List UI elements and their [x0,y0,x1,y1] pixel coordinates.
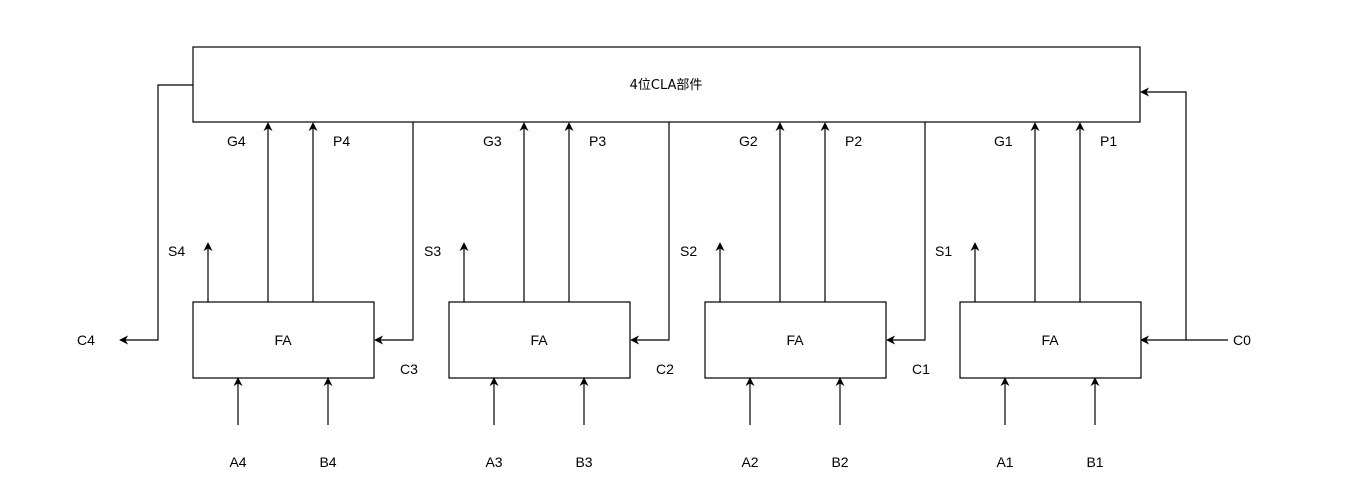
carry-label: C0 [1233,332,1251,348]
carry-wire [630,122,670,345]
s-label: S4 [168,243,185,259]
stage-3: FA S3 G3 P3 A3 B3 C2 [424,122,674,470]
s-label: S2 [680,243,697,259]
carry-label: C3 [400,361,418,377]
p-label: P4 [333,133,350,149]
fa-label: FA [1041,332,1059,348]
stage-2: FA S2 G2 P2 A2 B2 C1 [680,122,930,470]
fa-box [959,301,1142,379]
c4-label: C4 [77,332,95,348]
s-label: S3 [424,243,441,259]
fa-label: FA [530,332,548,348]
carry-label: C1 [912,361,930,377]
fa-box [448,301,631,379]
cla-unit-label: 4位CLA部件 [630,78,703,93]
fa-box [704,301,887,379]
c0-to-cla-wire [1140,87,1187,340]
stage-1: FA S1 G1 P1 A1 B1 C0 [935,122,1251,470]
a-label: A2 [741,454,758,470]
b-label: B4 [319,454,336,470]
carry-label: C2 [656,361,674,377]
c4-wire [119,84,193,345]
fa-box [192,301,375,379]
a-label: A1 [996,454,1013,470]
fa-label: FA [786,332,804,348]
g-label: G2 [739,133,758,149]
a-label: A4 [229,454,246,470]
cla-unit-box [192,46,1141,123]
a-label: A3 [485,454,502,470]
p-label: P2 [845,133,862,149]
b-label: B3 [575,454,592,470]
s-label: S1 [935,243,952,259]
p-label: P1 [1100,133,1117,149]
carry-wire [886,122,926,345]
stage-4: FA S4 G4 P4 A4 B4 C3 [168,122,418,470]
g-label: G4 [227,133,246,149]
b-label: B1 [1086,454,1103,470]
carry-wire [374,122,414,345]
fa-label: FA [274,332,292,348]
b-label: B2 [831,454,848,470]
p-label: P3 [589,133,606,149]
g-label: G1 [994,133,1013,149]
g-label: G3 [483,133,502,149]
